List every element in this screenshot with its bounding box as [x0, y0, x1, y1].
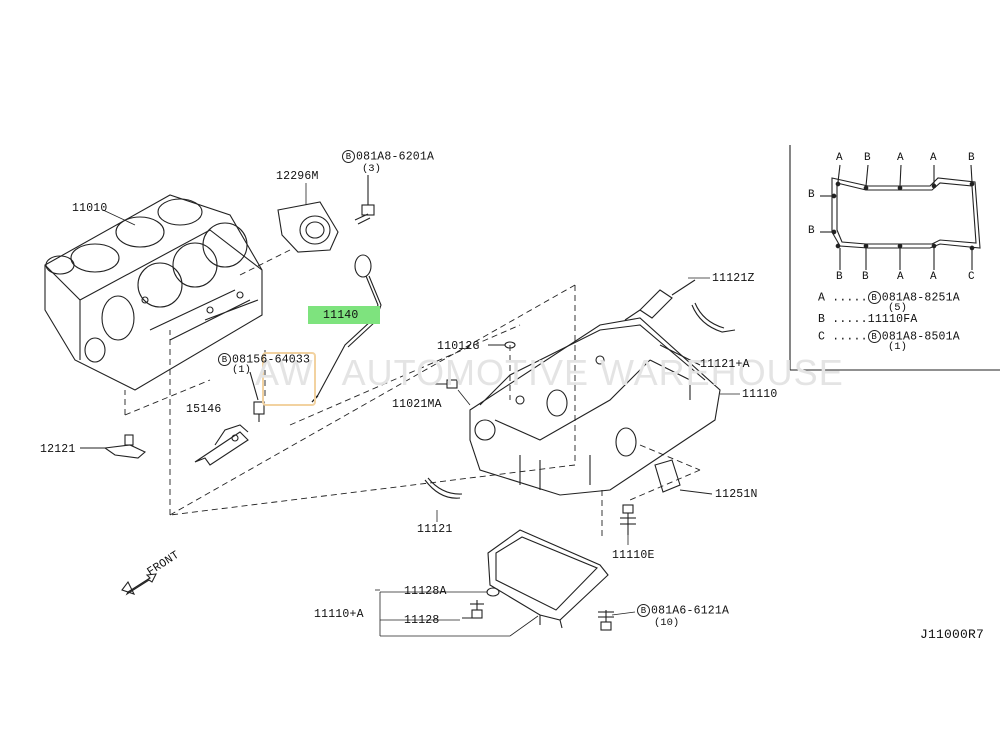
inset-tag-left-2: B — [808, 225, 815, 237]
seal-11121A-drawing — [691, 302, 736, 333]
inset-tag-bottom-3: A — [897, 271, 904, 283]
label-12296M[interactable]: 12296M — [276, 170, 319, 183]
label-11110E[interactable]: 11110E — [612, 549, 655, 562]
label-11012G[interactable]: 11012G — [437, 340, 480, 353]
baffle-drawing — [624, 279, 696, 321]
bolt-symbol-icon: B — [342, 150, 355, 163]
inset-tag-top-4: A — [930, 152, 937, 164]
upper-oil-pan-drawing — [469, 317, 721, 496]
bolt-symbol-icon: B — [637, 604, 650, 617]
bolt-drawing-top — [354, 175, 375, 225]
bolt-symbol-icon: B — [867, 330, 881, 343]
inset-tag-bottom-5: C — [968, 271, 975, 283]
label-11121A[interactable]: 11121+A — [700, 358, 750, 371]
inset-tag-bottom-1: B — [836, 271, 843, 283]
watermark-logo — [262, 352, 316, 406]
inset-tag-top-1: A — [836, 152, 843, 164]
label-11110A[interactable]: 11110+A — [314, 608, 364, 621]
qty-081A6-6121A: (10) — [654, 617, 680, 629]
label-11121Z[interactable]: 11121Z — [712, 272, 755, 285]
bolt-081A6-drawing — [598, 610, 614, 631]
legend-row-b: B .....11110FA — [818, 313, 918, 326]
label-11121[interactable]: 11121 — [417, 523, 453, 536]
qty-081A8-6201A: (3) — [362, 163, 381, 175]
bolt-symbol-icon: B — [218, 353, 231, 366]
qty-08156-64033: (1) — [232, 364, 251, 376]
bolt-symbol-icon: B — [867, 291, 881, 304]
drain-plug-drawing — [462, 587, 500, 619]
diagram-reference: J11000R7 — [920, 627, 985, 642]
inset-tag-bottom-4: A — [930, 271, 937, 283]
label-11128A[interactable]: 11128A — [404, 585, 447, 598]
label-11251N[interactable]: 11251N — [715, 488, 758, 501]
bolt-drawing-08156 — [249, 371, 265, 422]
seal-retainer-drawing — [277, 201, 339, 253]
legend-qty-c: (1) — [888, 341, 907, 353]
inset-frame — [789, 145, 1000, 371]
highlight-11140 — [308, 306, 380, 324]
inset-gasket-drawing — [820, 164, 981, 270]
dipstick-drawing — [311, 254, 382, 403]
gasket-11251N-drawing — [654, 459, 713, 495]
oil-jet-drawing — [80, 434, 147, 459]
bolt-11110E-drawing — [620, 504, 636, 535]
label-11128[interactable]: 11128 — [404, 614, 440, 627]
inset-tag-left-1: B — [808, 189, 815, 201]
front-arrow-icon — [121, 573, 157, 596]
lower-oil-pan-drawing — [487, 529, 609, 629]
bracket-drawing-15146 — [194, 424, 249, 466]
inset-tag-bottom-2: B — [862, 271, 869, 283]
cylinder-block-drawing — [44, 194, 263, 391]
label-12121[interactable]: 12121 — [40, 443, 76, 456]
inset-tag-top-2: B — [864, 152, 871, 164]
label-11021MA[interactable]: 11021MA — [392, 398, 442, 411]
inset-tag-top-3: A — [897, 152, 904, 164]
inset-tag-top-5: B — [968, 152, 975, 164]
label-11010[interactable]: 11010 — [72, 202, 108, 215]
leader-lines — [102, 183, 740, 637]
dashed-reference-lines — [124, 249, 701, 540]
label-11140[interactable]: 11140 — [323, 309, 359, 322]
legend-qty-a: (5) — [888, 302, 907, 314]
label-11110[interactable]: 11110 — [742, 388, 778, 401]
small-fittings-drawing — [424, 341, 516, 499]
label-15146[interactable]: 15146 — [186, 403, 222, 416]
